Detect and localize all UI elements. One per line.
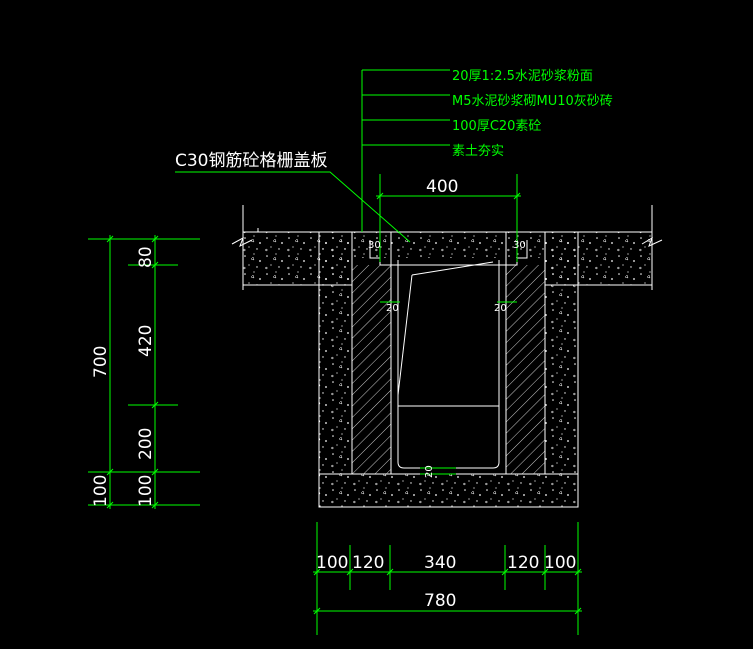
brick-wall-left: [351, 231, 392, 475]
brick-wall-right: [505, 231, 546, 475]
outer-pad-left: [318, 231, 353, 475]
layer-label-4: 素土夯实: [452, 144, 504, 159]
channel-inner: [390, 260, 507, 474]
grating-cover: [352, 231, 545, 266]
dim-top-width-label: 400: [426, 177, 458, 197]
dim-inner-label: 340: [424, 553, 456, 573]
plaster-bottom-label: 20: [424, 465, 435, 478]
dim-left-wall-label: 120: [352, 553, 384, 573]
dim-base-right-label: 100: [136, 475, 156, 507]
dim-right-wall-label: 120: [507, 553, 539, 573]
rim-right-label: 30: [513, 240, 526, 251]
layer-label-1: 20厚1:2.5水泥砂浆粉面: [452, 69, 593, 84]
dim-wall-height-label: 420: [136, 325, 156, 357]
plaster-left-label: 20: [386, 303, 399, 314]
layer-leaders: [361, 69, 450, 232]
plaster-bottom-dim: [420, 467, 456, 475]
dim-base-left-label: 100: [91, 475, 111, 507]
cover-label: C30钢筋砼格栅盖板: [175, 151, 328, 171]
layer-label-2: M5水泥砂浆砌MU10灰砂砖: [452, 94, 613, 109]
dim-bottom-horizontal: [313, 522, 582, 635]
outer-pad-right: [544, 231, 579, 475]
dim-left-pad-label: 100: [316, 553, 348, 573]
layer-label-3: 100厚C20素砼: [452, 119, 541, 134]
dim-lower-height-label: 200: [136, 428, 156, 460]
dim-left-vertical: [88, 235, 200, 509]
dim-cover-height-label: 80: [136, 246, 156, 268]
base-slab: [318, 473, 579, 508]
dim-top-width: [376, 174, 521, 262]
dim-total-width-label: 780: [424, 591, 456, 611]
plaster-right-label: 20: [494, 303, 507, 314]
dim-total-height-label: 700: [91, 346, 111, 378]
dim-right-pad-label: 100: [544, 553, 576, 573]
rim-left-label: 30: [368, 240, 381, 251]
cover-leader: [175, 171, 411, 243]
